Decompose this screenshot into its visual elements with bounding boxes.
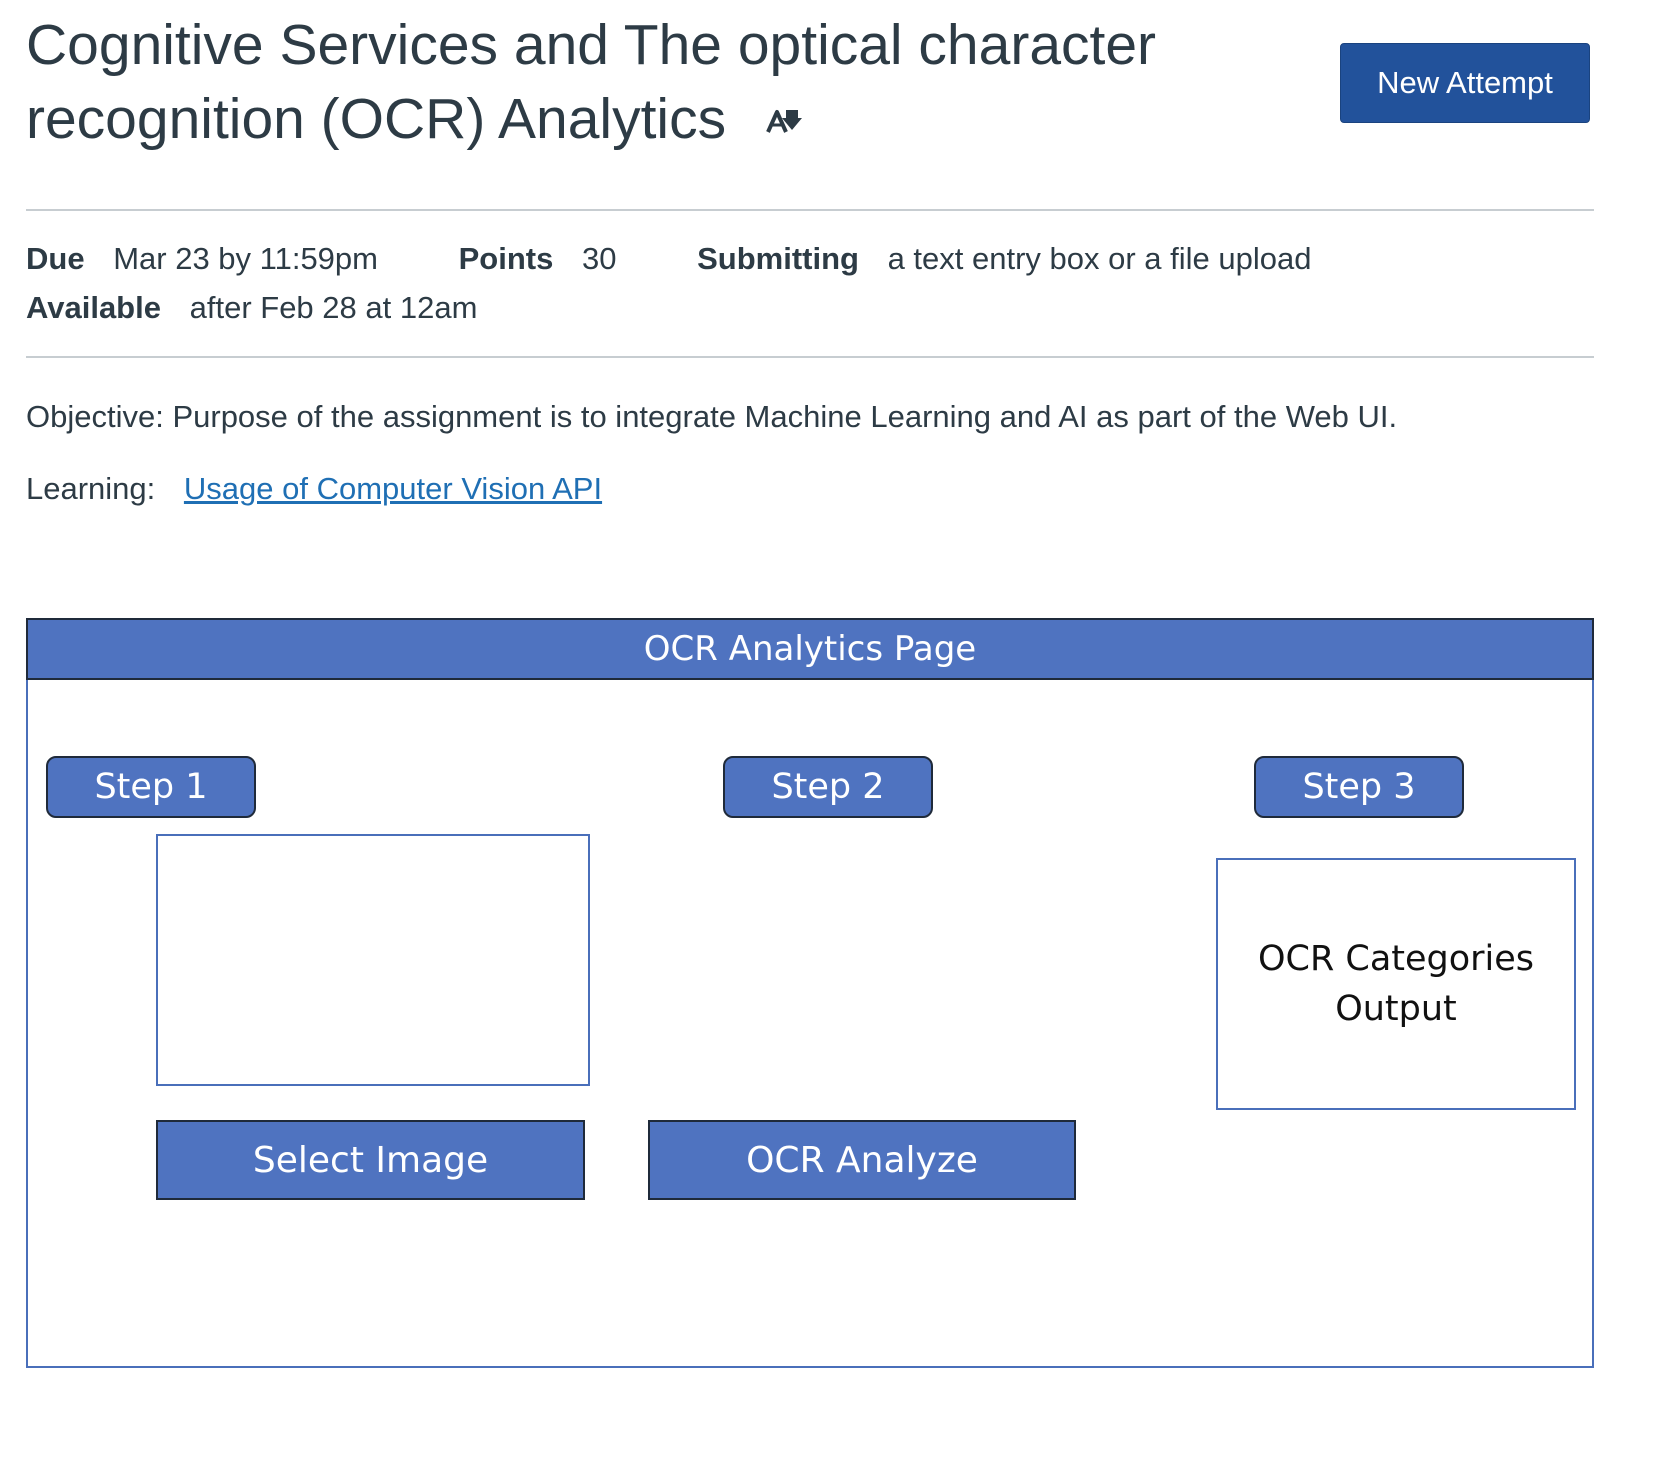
page-title-text: Cognitive Services and The optical chara… [26, 13, 1157, 151]
new-attempt-button[interactable]: New Attempt [1340, 43, 1590, 123]
submitting-value: a text entry box or a file upload [887, 241, 1312, 276]
step-3-label: Step 3 [1254, 756, 1464, 818]
divider [26, 356, 1594, 358]
page-title: Cognitive Services and The optical chara… [26, 8, 1246, 160]
computer-vision-api-link[interactable]: Usage of Computer Vision API [183, 471, 603, 506]
points-label: Points [458, 241, 554, 276]
ocr-mockup-diagram: OCR Analytics Page Step 1 Step 2 Step 3 … [26, 618, 1594, 1368]
select-image-button[interactable]: Select Image [156, 1120, 585, 1200]
learning-label: Learning: [26, 471, 156, 506]
ocr-analyze-button[interactable]: OCR Analyze [648, 1120, 1076, 1200]
step-1-label: Step 1 [46, 756, 256, 818]
due-label: Due [26, 241, 85, 276]
available-value: after Feb 28 at 12am [189, 290, 478, 325]
image-preview-box [156, 834, 590, 1086]
step-2-label: Step 2 [723, 756, 933, 818]
due-value: Mar 23 by 11:59pm [113, 241, 378, 276]
points-value: 30 [581, 241, 617, 276]
assignment-details-row-2: Available after Feb 28 at 12am [26, 288, 477, 328]
available-label: Available [26, 290, 161, 325]
divider [26, 209, 1594, 211]
submitting-label: Submitting [697, 241, 859, 276]
ocr-output-label: OCR Categories Output [1257, 939, 1535, 1029]
mockup-page-header: OCR Analytics Page [26, 618, 1594, 680]
ocr-output-box: OCR Categories Output [1216, 858, 1576, 1110]
objective-text: Objective: Purpose of the assignment is … [26, 399, 1398, 434]
text-resize-down-icon[interactable] [764, 80, 804, 154]
assignment-details-row-1: Due Mar 23 by 11:59pm Points 30 Submitti… [26, 239, 1312, 279]
learning-line: Learning: Usage of Computer Vision API [26, 469, 602, 509]
